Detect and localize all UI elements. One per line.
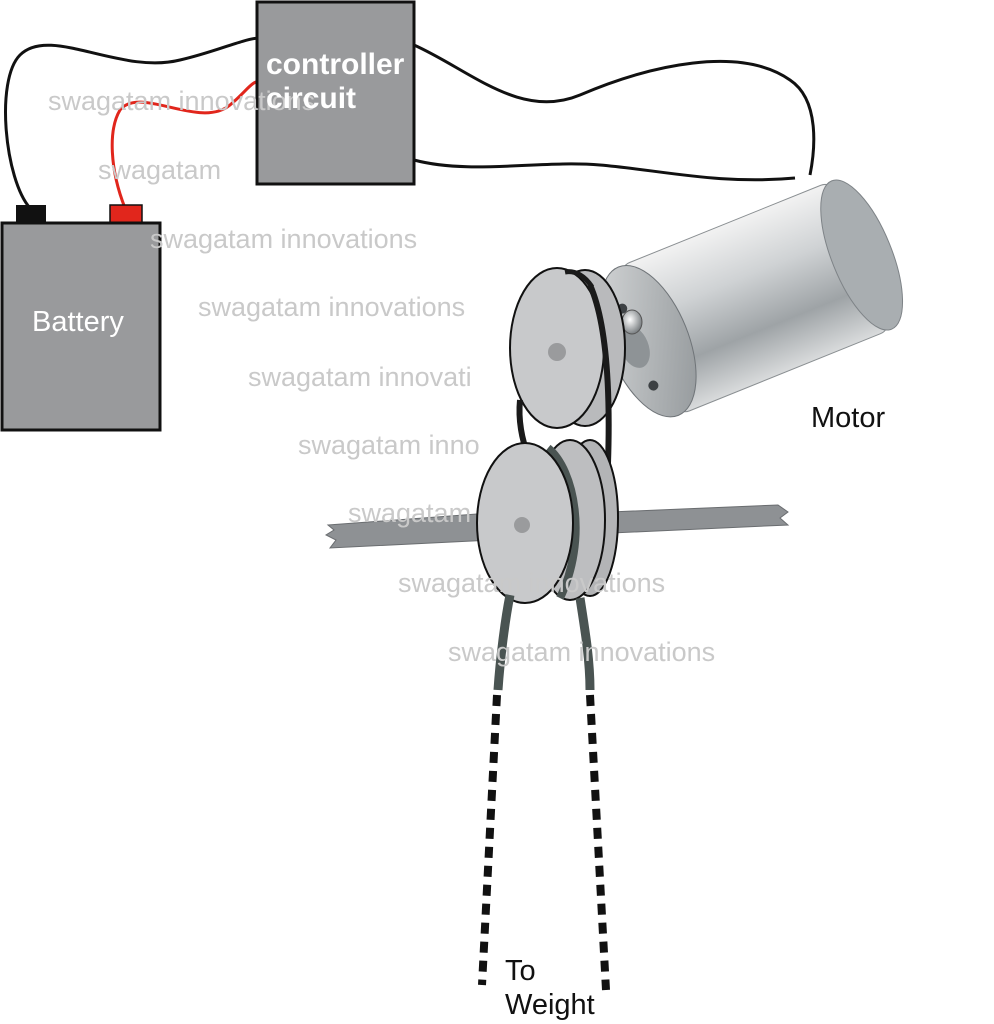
wire-motor-bottom xyxy=(413,158,796,182)
drum-shaft-right xyxy=(609,504,790,534)
wire-motor-top xyxy=(413,43,816,176)
watermark: swagatam innovations xyxy=(448,637,716,667)
weight-label-line2: Weight xyxy=(505,989,595,1021)
battery-positive-terminal xyxy=(109,204,143,225)
watermark: swagatam innovations xyxy=(48,86,316,116)
watermark: swagatam innovations xyxy=(398,568,666,598)
rope-right xyxy=(575,597,595,691)
battery-negative-terminal xyxy=(16,205,46,224)
watermark: swagatam innovations xyxy=(150,224,418,254)
rope-left-dashed xyxy=(478,694,501,986)
motor-label: Motor xyxy=(811,402,886,434)
controller-label-line1: controller xyxy=(266,48,405,81)
controller-box xyxy=(255,0,416,186)
wire-battery-negative xyxy=(4,36,259,209)
wire-battery-positive xyxy=(110,78,263,209)
watermark: swagatam innovations xyxy=(198,292,466,322)
watermark: swagatam xyxy=(98,155,222,185)
weight-label-line1: To xyxy=(505,955,536,987)
motor-pulley-hub xyxy=(548,343,566,361)
drive-belt-top xyxy=(564,269,595,289)
controller-label-line2: circuit xyxy=(266,82,357,115)
rope-wrap xyxy=(545,444,580,600)
watermark: swagatam inno xyxy=(298,430,480,460)
rope-left xyxy=(493,594,515,691)
watermark: swagatam innovati xyxy=(248,362,472,392)
watermark: swagatam xyxy=(348,498,472,528)
battery-box xyxy=(0,221,162,432)
battery-label: Battery xyxy=(32,306,124,338)
drum-hub xyxy=(514,517,530,533)
rope-right-dashed xyxy=(586,694,610,991)
motor xyxy=(600,179,904,418)
weight-label: To Weight xyxy=(505,954,595,1022)
controller-label: controller circuit xyxy=(266,48,404,116)
